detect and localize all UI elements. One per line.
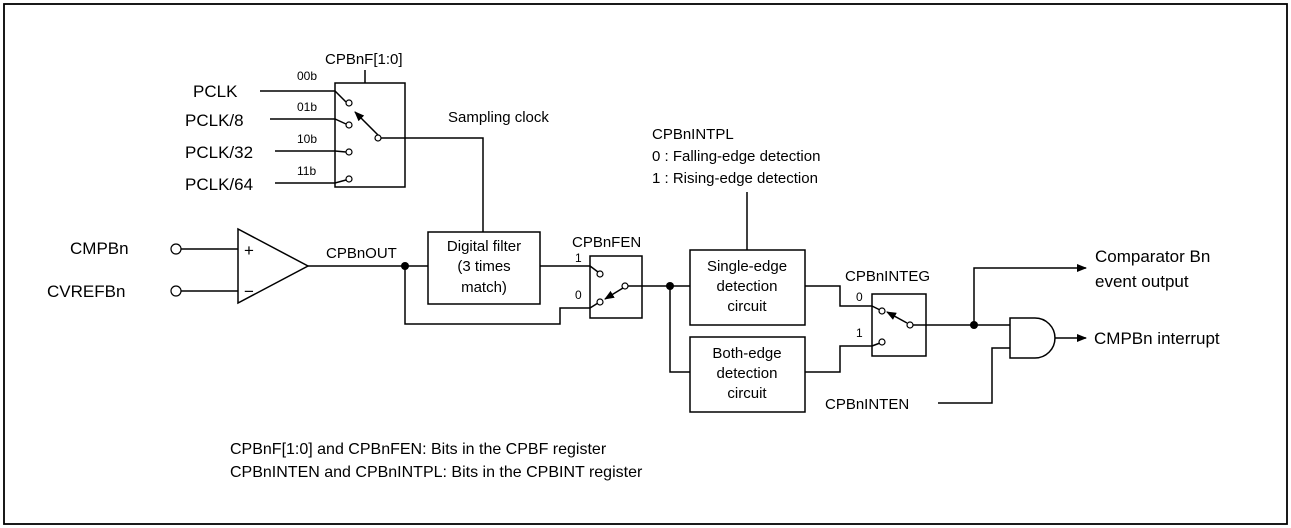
intpl-opt0: 0 : Falling-edge detection — [652, 148, 820, 165]
filter-enable-switch: CPBnFEN 1 0 — [572, 234, 690, 373]
both-edge-line3: circuit — [727, 385, 767, 402]
both-edge-box — [689, 336, 806, 413]
intpl-opt1: 1 : Rising-edge detection — [652, 170, 818, 187]
cpbnout-label: CPBnOUT — [326, 245, 397, 262]
and-gate — [938, 317, 1087, 404]
event-output-line2: event output — [1095, 272, 1189, 291]
integ-label: CPBnINTEG — [845, 268, 930, 285]
selector-title: CPBnF[1:0] — [325, 51, 403, 68]
code-10b: 10b — [297, 132, 317, 146]
digital-filter: Digital filter (3 times match) — [427, 231, 590, 305]
single-edge-line3: circuit — [727, 298, 767, 315]
digital-filter-box — [427, 231, 541, 305]
filter-line3: match) — [461, 279, 507, 296]
cpbnfen-pos0: 0 — [575, 288, 582, 302]
cpbninten-label: CPBnINTEN — [825, 396, 909, 413]
cvrefbn-pin — [170, 285, 182, 297]
filter-line2: (3 times — [457, 258, 510, 275]
comparator-plus: + — [244, 241, 254, 260]
intpl-setting: CPBnINTPL 0 : Falling-edge detection 1 :… — [652, 126, 820, 250]
intpl-title: CPBnINTPL — [652, 126, 734, 143]
input-cmpbn: CMPBn — [70, 239, 129, 258]
comparator: CMPBn CVREFBn + − CPBnOUT — [47, 227, 590, 325]
code-00b: 00b — [297, 69, 317, 83]
single-edge-line1: Single-edge — [707, 258, 787, 275]
cmpbn-pin — [170, 243, 182, 255]
cpbnfen-box — [589, 255, 643, 319]
cpbnfen-pos1: 1 — [575, 251, 582, 265]
integ-pos0: 0 — [856, 290, 863, 304]
both-edge-line2: detection — [717, 365, 778, 382]
diagram-border — [3, 3, 1288, 525]
input-pclk8: PCLK/8 — [185, 111, 244, 130]
single-edge-line2: detection — [717, 278, 778, 295]
both-edge-detector: Both-edge detection circuit — [689, 336, 872, 413]
both-edge-line1: Both-edge — [712, 345, 781, 362]
input-pclk32: PCLK/32 — [185, 143, 253, 162]
input-pclk64: PCLK/64 — [185, 175, 253, 194]
comparator-minus: − — [244, 282, 254, 301]
clock-selector: CPBnF[1:0] PCLK PCLK/8 PCLK/32 PCLK/64 0… — [185, 51, 549, 232]
code-01b: 01b — [297, 100, 317, 114]
event-output-line1: Comparator Bn — [1095, 247, 1210, 266]
comparator-triangle — [237, 227, 310, 305]
sampling-clock-label: Sampling clock — [448, 109, 549, 126]
note-line2: CPBnINTEN and CPBnINTPL: Bits in the CPB… — [230, 464, 643, 481]
integ-switch: CPBnINTEG 0 1 — [845, 264, 1087, 357]
cmpbn-interrupt-label: CMPBn interrupt — [1094, 329, 1220, 348]
input-pclk: PCLK — [193, 82, 238, 101]
input-cvrefbn: CVREFBn — [47, 282, 125, 301]
code-11b: 11b — [297, 164, 316, 178]
note-line1: CPBnF[1:0] and CPBnFEN: Bits in the CPBF… — [230, 441, 607, 458]
and-gate-shape — [1009, 317, 1056, 359]
cpbnfen-label: CPBnFEN — [572, 234, 641, 251]
filter-line1: Digital filter — [447, 238, 521, 255]
selector-switch-box — [334, 82, 406, 188]
single-edge-box — [689, 249, 806, 326]
single-edge-detector: Single-edge detection circuit — [689, 249, 872, 326]
integ-pos1: 1 — [856, 326, 863, 340]
